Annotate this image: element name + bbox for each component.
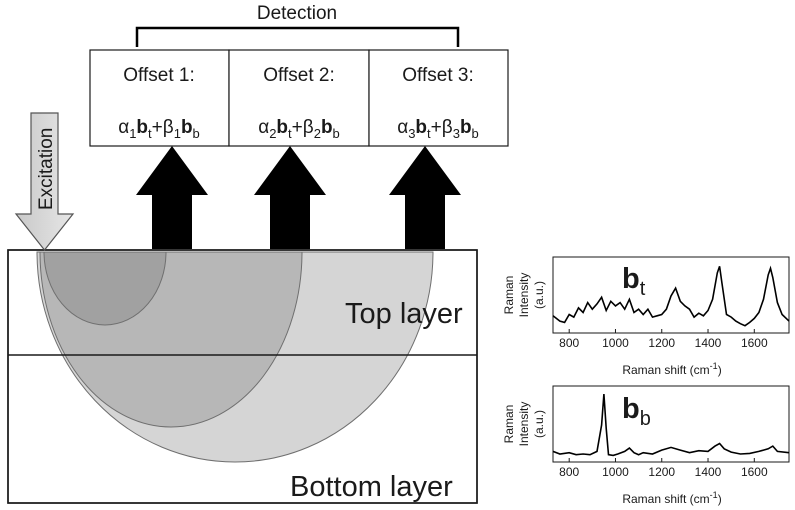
spectrum-bt-xlabel: Raman shift (cm-1) [622,361,721,377]
excitation-label: Excitation [36,128,57,210]
offset-1-title: Offset 1: [123,65,194,86]
spectrum-bt-symbol: bt [622,263,646,300]
detection-arrows [136,146,461,249]
bottom-layer-label: Bottom layer [290,471,453,503]
detection-label: Detection [257,3,337,24]
spectrum-bt-ylabel-1: Raman [502,276,516,315]
spectrum-bb-xlabel: Raman shift (cm-1) [622,490,721,506]
spectrum-bb-tick-label: 1600 [741,465,768,479]
offset-3-formula: α3bt+β3bb [397,117,479,141]
detection-arrow-1 [136,146,208,249]
offset-box-2: Offset 2: α2bt+β2bb [228,49,370,147]
scattering-regions [36,251,434,463]
offset-3-title: Offset 3: [402,65,473,86]
spectrum-bb-ylabel-3: (a.u.) [532,410,546,438]
spectrum-bb-xticks: 800 1000 1200 1400 1600 [559,458,768,479]
spectrum-bt: 800 1000 1200 1400 1600 Raman Intensity (a.u… [502,256,790,377]
spectrum-bt-tick-label: 800 [559,336,579,350]
spectrum-bb-tick-label: 800 [559,465,579,479]
spectrum-bb-symbol: bb [622,393,651,430]
spectrum-bb-ylabel-2: Intensity [517,402,531,447]
offset-2-title: Offset 2: [263,65,334,86]
detection-arrow-2 [254,146,326,249]
spectrum-bt-xticks: 800 1000 1200 1400 1600 [559,329,768,350]
top-layer-label: Top layer [345,298,463,330]
offset-1-formula: α1bt+β1bb [118,117,200,141]
offset-box-1: Offset 1: α1bt+β1bb [89,49,230,147]
spectrum-bt-tick-label: 1600 [741,336,768,350]
spectrum-bb-line [552,393,790,457]
spectrum-bt-ylabel-2: Intensity [517,273,531,318]
spectrum-bb-tick-label: 1000 [602,465,629,479]
offset-box-3: Offset 3: α3bt+β3bb [368,49,509,147]
offset-2-formula: α2bt+β2bb [258,117,340,141]
excitation-arrow: Excitation [14,112,75,251]
spectrum-bt-line [552,265,790,327]
spectrum-bt-tick-label: 1400 [695,336,722,350]
detection-arrow-3 [389,146,461,249]
scatter-region-1 [43,251,167,326]
spectrum-bb-tick-label: 1400 [695,465,722,479]
spectrum-bb-frame [552,385,790,463]
spectrum-bb-tick-label: 1200 [648,465,675,479]
spectrum-bt-tick-label: 1000 [602,336,629,350]
spectrum-bt-ylabel-3: (a.u.) [532,281,546,309]
detection-bracket [135,26,460,47]
spectrum-bt-tick-label: 1200 [648,336,675,350]
spectrum-bb-ylabel-1: Raman [502,405,516,444]
spectrum-bb: 800 1000 1200 1400 1600 Raman Intensity (a.u… [502,385,790,506]
